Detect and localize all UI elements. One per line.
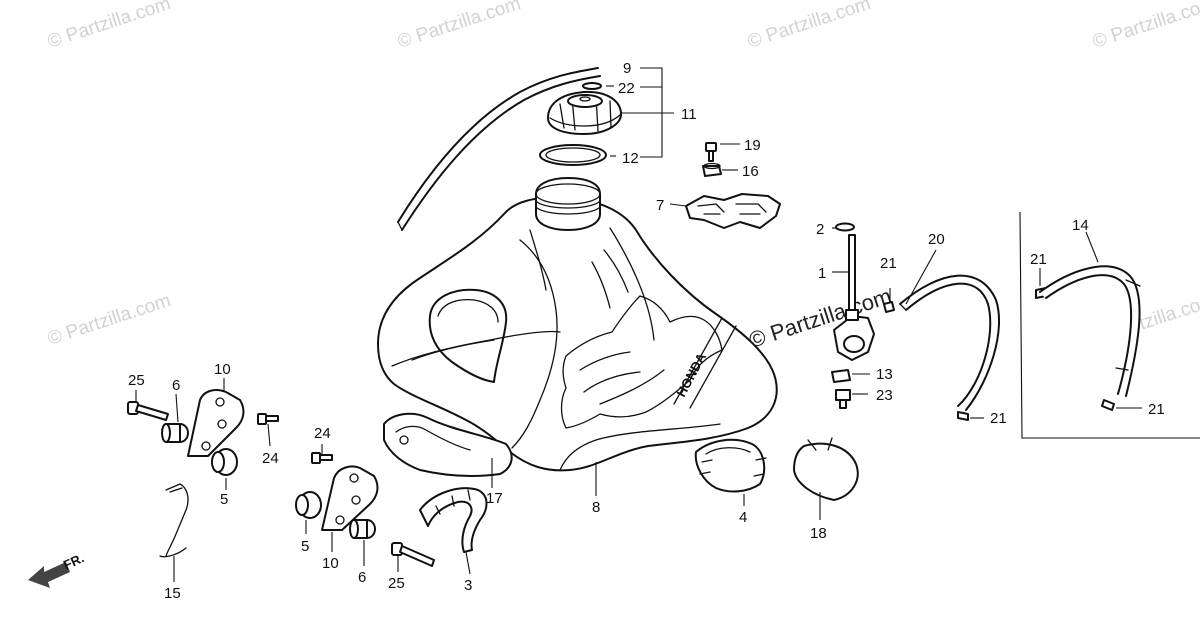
callout-20: 20: [928, 231, 945, 248]
callout-2: 2: [816, 221, 824, 238]
callout-8: 8: [592, 499, 600, 516]
callout-labels: 9 22 11 12 19 16 7 2 1 21 20 13 23 21 21…: [128, 60, 1165, 602]
callout-6: 6: [172, 377, 180, 394]
hose-clip-21: [883, 301, 895, 313]
fuel-tank: HONDA: [377, 177, 778, 472]
callout-6: 6: [358, 569, 366, 586]
callout-1: 1: [818, 265, 826, 282]
watermark: © Partzilla.com: [45, 0, 173, 53]
fuel-cap: [547, 90, 622, 135]
callout-18: 18: [810, 525, 827, 542]
bolt-24: [311, 452, 333, 464]
hose-clip-21: [957, 411, 969, 421]
watermark: © Partzilla.com: [395, 0, 523, 53]
callout-12: 12: [622, 150, 639, 167]
leader-lines: [135, 67, 1142, 582]
callout-5: 5: [301, 538, 309, 555]
front-direction-label: FR.: [61, 550, 86, 572]
callout-24: 24: [262, 450, 279, 467]
front-direction-arrow: FR.: [28, 550, 86, 588]
callout-5: 5: [220, 491, 228, 508]
watermark: © Partzilla.com: [1090, 0, 1200, 53]
valve-washer: [835, 222, 855, 232]
callout-9: 9: [623, 60, 631, 77]
callout-21: 21: [1148, 401, 1165, 418]
callout-7: 7: [656, 197, 664, 214]
rubber-5: [211, 448, 238, 476]
callout-21: 21: [990, 410, 1007, 427]
callout-23: 23: [876, 387, 893, 404]
tank-setting-plate: [685, 193, 781, 229]
hose-clip-21: [1101, 399, 1115, 411]
callout-11: 11: [681, 106, 697, 123]
callout-25: 25: [388, 575, 405, 592]
tank-band-18: [793, 437, 859, 501]
callout-21: 21: [880, 255, 897, 272]
fuel-valve: [831, 222, 875, 409]
fuel-hose-20: [899, 274, 1000, 411]
callout-21: 21: [1030, 251, 1047, 268]
callout-15: 15: [164, 585, 181, 602]
hose-clip: [582, 82, 602, 90]
spring-clip-15: [159, 483, 189, 558]
collar-6: [161, 423, 189, 443]
callout-22: 22: [618, 80, 635, 97]
callout-24: 24: [314, 425, 331, 442]
callout-17: 17: [486, 490, 503, 507]
callout-14: 14: [1072, 217, 1089, 234]
callout-13: 13: [876, 366, 893, 383]
stay-plate-left: [187, 389, 245, 457]
tank-guard-17: [383, 412, 513, 478]
callout-3: 3: [464, 577, 472, 594]
bolt-24: [257, 413, 279, 425]
tank-band-4: [694, 438, 767, 493]
callout-10: 10: [214, 361, 231, 378]
collar-16: [702, 162, 722, 177]
watermark: © Partzilla.com: [45, 290, 173, 350]
flange-bolt-25: [127, 401, 169, 421]
bolt-19: [705, 142, 717, 162]
flange-bolt-25: [391, 542, 435, 567]
stay-plate-right: [321, 465, 379, 531]
callout-19: 19: [744, 137, 761, 154]
cap-gasket: [539, 144, 607, 166]
collar-6: [349, 519, 376, 539]
fuel-hose-14: [1039, 265, 1141, 397]
section-divider: [1019, 211, 1200, 439]
tank-band-3: [419, 487, 488, 553]
callout-25: 25: [128, 372, 145, 389]
callout-16: 16: [742, 163, 759, 180]
callout-4: 4: [739, 509, 747, 526]
watermark: © Partzilla.com: [745, 0, 873, 53]
rubber-5: [295, 491, 322, 519]
callout-10: 10: [322, 555, 339, 572]
